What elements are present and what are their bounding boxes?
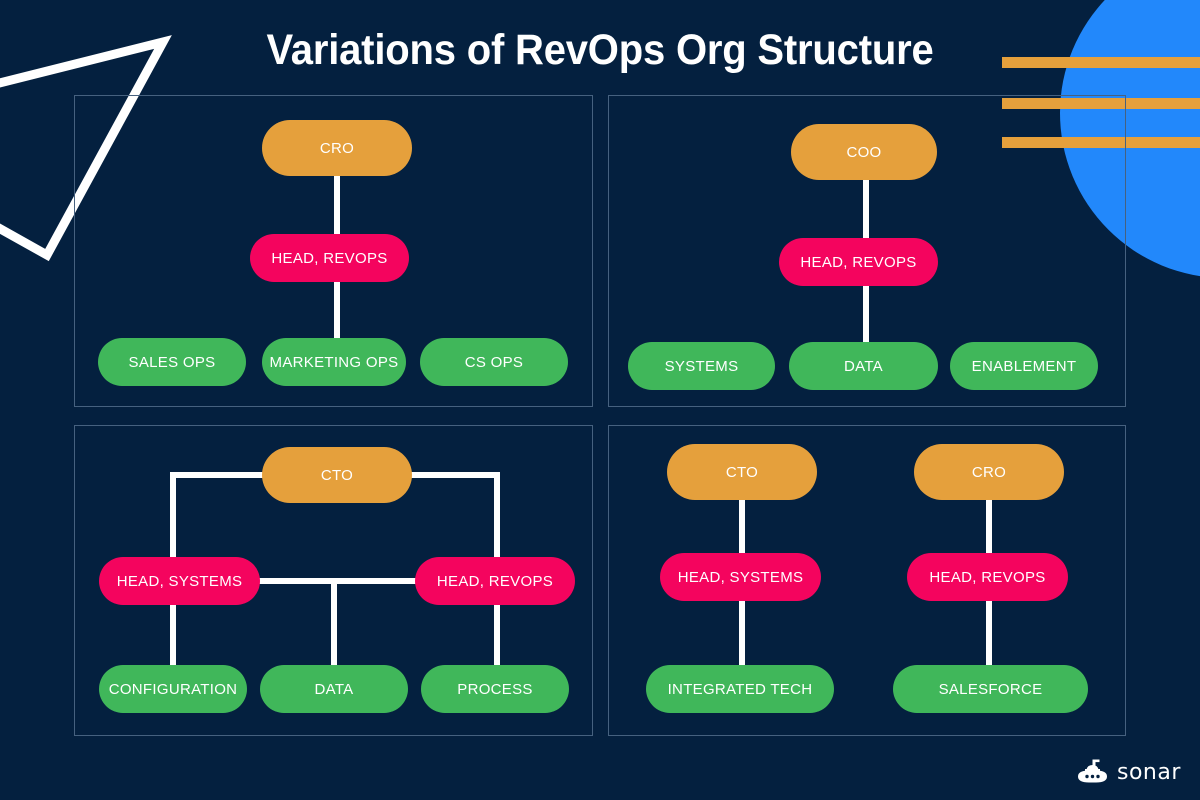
node-leaf-salesforce[interactable]: SALESFORCE: [893, 665, 1088, 713]
node-head-revops-p2[interactable]: HEAD, REVOPS: [779, 238, 938, 286]
connector-head-revops-to-process-p3: [494, 604, 500, 670]
node-leaf-systems[interactable]: SYSTEMS: [628, 342, 775, 390]
panel-variation-4: [608, 425, 1126, 736]
connector-head-to-leaf-p2: [863, 282, 869, 386]
node-leaf-enablement[interactable]: ENABLEMENT: [950, 342, 1098, 390]
node-leaf-integrated-tech[interactable]: INTEGRATED TECH: [646, 665, 834, 713]
connector-cto-right-drop-p3: [494, 472, 500, 564]
node-leaf-data-p3[interactable]: DATA: [260, 665, 408, 713]
node-exec-coo[interactable]: COO: [791, 124, 937, 180]
panel-variation-2: [608, 95, 1126, 407]
node-exec-cto-p4[interactable]: CTO: [667, 444, 817, 500]
node-head-systems-p3[interactable]: HEAD, SYSTEMS: [99, 557, 260, 605]
submarine-icon: [1078, 759, 1107, 783]
orange-bar-decoration-2: [1002, 98, 1200, 109]
node-head-revops-p4[interactable]: HEAD, REVOPS: [907, 553, 1068, 601]
node-head-revops-p3[interactable]: HEAD, REVOPS: [415, 557, 575, 605]
node-head-revops[interactable]: HEAD, REVOPS: [250, 234, 409, 282]
connector-cto-left-arm-p3: [170, 472, 274, 478]
node-head-systems-p4[interactable]: HEAD, SYSTEMS: [660, 553, 821, 601]
page-title: Variations of RevOps Org Structure: [266, 26, 934, 74]
node-leaf-sales-ops[interactable]: SALES OPS: [98, 338, 246, 386]
node-exec-cro-p4[interactable]: CRO: [914, 444, 1064, 500]
connector-exec-to-head-p2: [863, 176, 869, 246]
node-exec-cro[interactable]: CRO: [262, 120, 412, 176]
connector-cto-right-arm-p3: [400, 472, 500, 478]
panel-variation-3: [74, 425, 593, 736]
node-exec-cto-p3[interactable]: CTO: [262, 447, 412, 503]
connector-head-to-leaf-left-p4: [739, 598, 745, 668]
node-leaf-marketing-ops[interactable]: MARKETING OPS: [262, 338, 406, 386]
triangle-outline-decoration: [0, 35, 172, 262]
node-leaf-process[interactable]: PROCESS: [421, 665, 569, 713]
node-leaf-configuration[interactable]: CONFIGURATION: [99, 665, 247, 713]
connector-head-systems-to-config-p3: [170, 604, 176, 670]
connector-cro-to-head-p4: [986, 495, 992, 563]
node-leaf-data-p2[interactable]: DATA: [789, 342, 938, 390]
panel-variation-1: [74, 95, 593, 407]
connector-cto-to-head-p4: [739, 495, 745, 563]
node-leaf-cs-ops[interactable]: CS OPS: [420, 338, 568, 386]
connector-spine-to-data-p3: [331, 578, 337, 670]
connector-cto-left-drop-p3: [170, 472, 176, 564]
connector-exec-to-head-p1: [334, 172, 340, 242]
orange-bar-decoration-3: [1002, 137, 1200, 148]
sonar-logo: sonar: [1076, 757, 1181, 787]
connector-head-to-leaf-p1: [334, 278, 340, 348]
sonar-wordmark: sonar: [1117, 759, 1181, 785]
orange-bar-decoration-1: [1002, 57, 1200, 68]
connector-head-to-leaf-right-p4: [986, 598, 992, 668]
